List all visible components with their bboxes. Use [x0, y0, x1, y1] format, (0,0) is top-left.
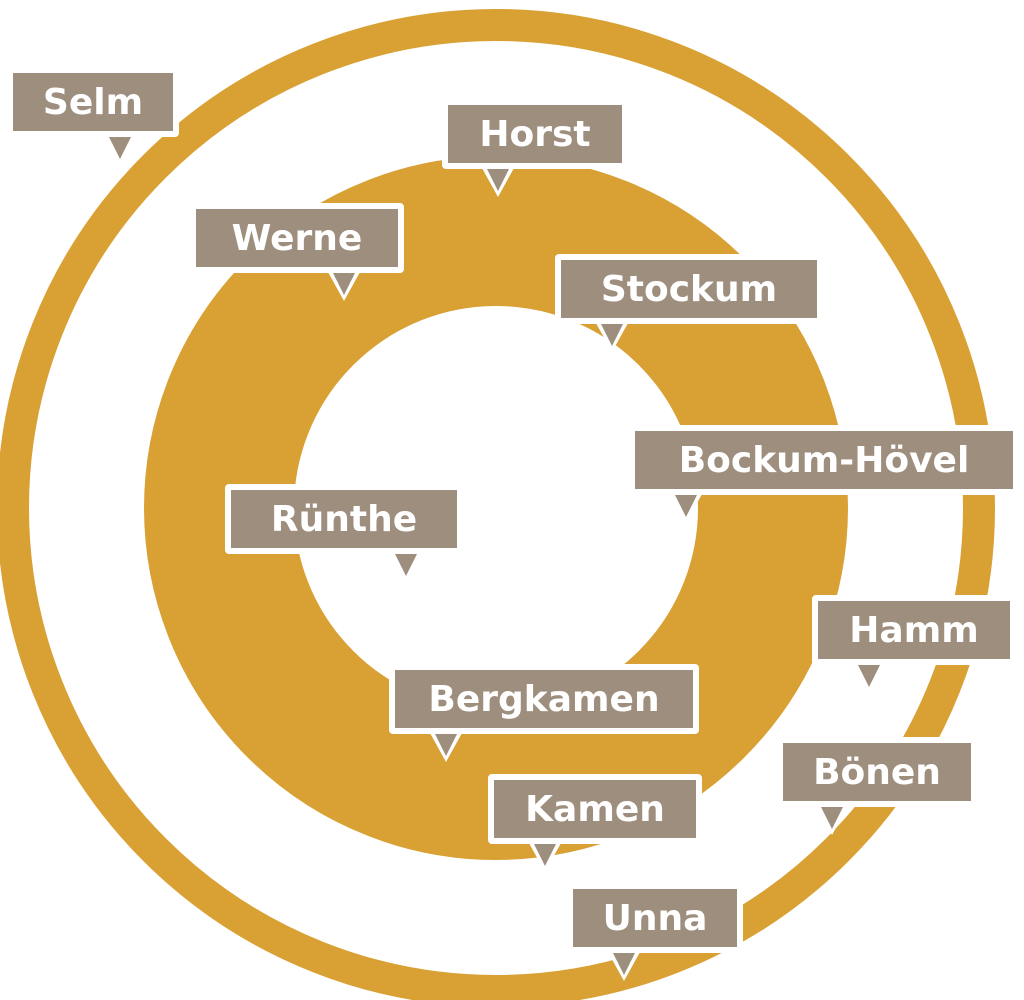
label-kamen: Kamen: [488, 774, 702, 844]
label-text: Werne: [231, 217, 363, 259]
label-ruenthe: Rünthe: [225, 484, 463, 554]
label-horst: Horst: [442, 99, 628, 169]
label-werne: Werne: [190, 203, 404, 273]
label-hamm: Hamm: [812, 595, 1016, 665]
label-text: Bönen: [813, 751, 941, 793]
label-text: Bockum-Hövel: [678, 439, 970, 481]
label-selm: Selm: [7, 67, 179, 137]
label-text: Hamm: [849, 609, 979, 651]
outer-ring: [0, 9, 995, 1000]
label-text: Kamen: [525, 788, 665, 830]
label-text: Rünthe: [270, 498, 418, 540]
label-text: Bergkamen: [428, 678, 660, 720]
label-text: Unna: [602, 897, 708, 939]
label-stockum: Stockum: [555, 254, 823, 324]
label-text: Stockum: [600, 268, 778, 310]
label-bockum-hoevel: Bockum-Hövel: [629, 425, 1019, 495]
label-text: Horst: [479, 113, 591, 155]
label-text: Selm: [42, 81, 144, 123]
label-bergkamen: Bergkamen: [389, 664, 699, 734]
label-unna: Unna: [567, 883, 743, 953]
label-boenen: Bönen: [777, 737, 977, 807]
